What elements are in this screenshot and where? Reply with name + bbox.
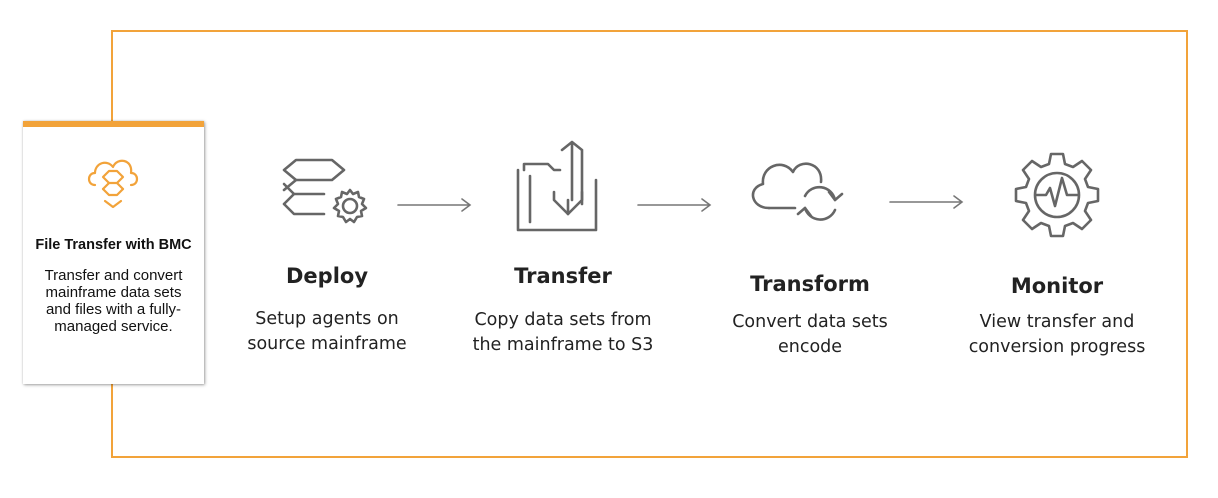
step-description-deploy: Setup agents on source mainframe — [247, 309, 407, 354]
arrow-right-icon — [637, 198, 712, 212]
step-title-deploy: Deploy — [285, 264, 369, 288]
layers-gear-icon — [282, 158, 368, 224]
step-monitor: Monitor View transfer and conversion pro… — [950, 148, 1164, 370]
step-deploy: Deploy Setup agents on source mainframe — [232, 150, 422, 370]
card-description: Transfer and convert mainframe data sets… — [44, 267, 183, 335]
step-transform: Transform Convert data sets encode — [705, 150, 915, 370]
folder-transfer-icon — [516, 140, 598, 232]
step-description-transform: Convert data sets encode — [732, 312, 888, 357]
step-description-transfer: Copy data sets from the mainframe to S3 — [472, 310, 654, 355]
card-title: File Transfer with BMC — [35, 237, 192, 253]
gear-pulse-icon — [1014, 152, 1100, 238]
step-title-transfer: Transfer — [514, 264, 612, 288]
arrow-right-icon — [889, 195, 964, 209]
cloud-transfer-logo-icon — [87, 159, 139, 209]
step-description-monitor: View transfer and conversion progress — [968, 312, 1146, 357]
cloud-refresh-icon — [751, 162, 844, 221]
step-transfer: Transfer Copy data sets from the mainfra… — [458, 140, 668, 370]
service-card: File Transfer with BMC Transfer and conv… — [23, 121, 204, 384]
step-title-transform: Transform — [750, 272, 870, 296]
step-title-monitor: Monitor — [1010, 274, 1104, 298]
arrow-right-icon — [397, 198, 472, 212]
